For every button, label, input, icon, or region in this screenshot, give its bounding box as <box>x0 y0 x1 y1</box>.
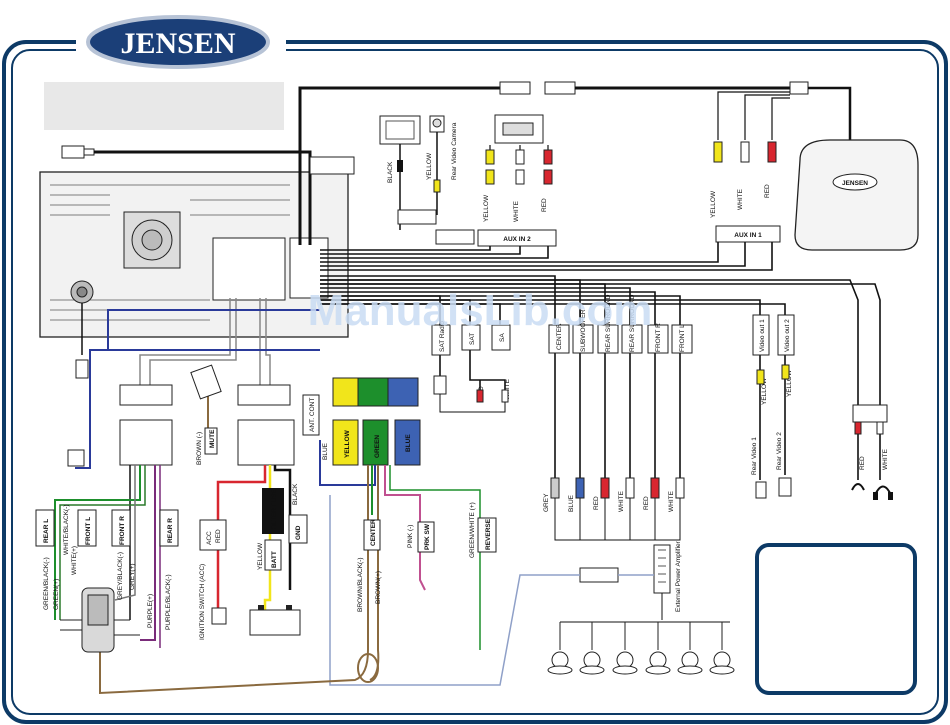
label-subwoofer: SUBWOOFER <box>580 309 587 352</box>
label-rear-video-2: Rear Video 2 <box>776 432 783 470</box>
label-front-l: FRONT L <box>679 324 686 352</box>
head-unit <box>39 171 349 338</box>
label-sat: SAT <box>469 333 476 345</box>
battery-icon <box>249 605 301 636</box>
rear-camera <box>379 115 445 145</box>
sat-white: WHITE <box>504 378 511 400</box>
label-black-wire: BLACK <box>292 483 299 505</box>
label-grey-plus: GREY(+) <box>129 563 136 590</box>
label-yellow: YELLOW <box>426 152 433 180</box>
label-video-out-1: Video out 1 <box>759 319 766 352</box>
label-sa: SA <box>499 333 506 342</box>
label-green-plus: GREEN(+) <box>53 579 60 610</box>
speakers-row <box>547 622 735 675</box>
label-yellow-batt: YELLOW <box>257 542 264 570</box>
label-acc: ACC <box>206 531 213 545</box>
aux2-red: RED <box>541 198 548 212</box>
label-rear-r: REAR R <box>167 518 174 543</box>
label-purple-black: PURPLE/BLACK(-) <box>165 574 172 630</box>
label-reverse: REVERSE <box>485 518 492 550</box>
aux-in-2-device <box>477 114 557 247</box>
label-green-white: GREEN/WHITE (+) <box>469 502 476 558</box>
aux1-white: WHITE <box>737 188 744 210</box>
label-front-r: FRONT R <box>655 323 662 352</box>
watermark-text: ManualsLib.com <box>308 286 653 335</box>
aux1-red: RED <box>764 184 771 198</box>
external-amplifier <box>653 544 671 594</box>
label-gnd: GND <box>295 525 302 540</box>
label-rear-l: REAR L <box>43 519 50 543</box>
label-front-l-speaker: FRONT L <box>85 517 92 545</box>
label-brown-black: BROWN/BLACK(-) <box>357 557 364 612</box>
label-rear-surround-r: REAR SURROUND <box>605 294 612 352</box>
rca-blue: BLUE <box>568 494 575 512</box>
module-logo: JENSEN <box>842 180 868 187</box>
inner-frame <box>11 49 939 715</box>
rca-white-1: WHITE <box>618 490 625 512</box>
label-ant-cont: ANT. CONT <box>309 398 316 432</box>
rca-red-2: RED <box>643 496 650 510</box>
rca-harness <box>320 242 881 480</box>
iso-yellow: YELLOW <box>344 429 351 458</box>
rca-grey: GREY <box>543 493 550 512</box>
usb-extension <box>298 81 852 245</box>
aux2-white: WHITE <box>513 200 520 222</box>
label-batt: BATT <box>271 551 278 568</box>
vo-yellow-2: YELLOW <box>786 369 793 397</box>
label-fuse: FILTER FUSE <box>271 488 278 530</box>
label-red-wire: RED <box>215 529 222 543</box>
speaker-labels <box>35 509 179 547</box>
car-iso-plug <box>60 587 140 653</box>
aux-module: JENSEN <box>794 139 919 251</box>
label-video-out-2: Video out 2 <box>784 319 791 352</box>
vo-yellow-1: YELLOW <box>761 377 768 405</box>
white-harness-wires <box>139 298 271 385</box>
logo-text: JENSEN <box>120 27 235 60</box>
label-brown: BROWN (-) <box>196 432 203 465</box>
label-white-plus: WHITE(+) <box>71 546 78 575</box>
rca-label-boxes <box>431 314 888 423</box>
aux1-yellow: YELLOW <box>710 190 717 218</box>
label-center-ch: CENTER <box>370 519 377 546</box>
label-grey-black: GREY/BLACK(-) <box>117 552 124 600</box>
hp-red: RED <box>859 456 866 470</box>
label-purple-plus: PURPLE(+) <box>147 594 154 628</box>
label-ignition: IGNITION SWITCH (ACC) <box>199 564 206 640</box>
aux-in-1-label: AUX IN 1 <box>734 232 762 239</box>
headphone-icon <box>851 483 893 500</box>
label-sat-radio: SAT Radio <box>439 321 446 352</box>
iso-connector <box>332 377 421 466</box>
info-box <box>755 543 917 695</box>
label-mute: MUTE <box>209 429 216 448</box>
label-rear-surround-l: REAR SURROUND <box>629 294 636 352</box>
label-white-black: WHITE/BLACK(-) <box>63 504 70 555</box>
label-front-r-speaker: FRONT R <box>119 516 126 545</box>
label-center: CENTER <box>556 323 563 350</box>
label-black: BLACK <box>387 161 394 183</box>
amp-label: External Power Amplifier <box>675 540 682 612</box>
iso-green: GREEN <box>374 435 381 458</box>
rca-red-1: RED <box>593 496 600 510</box>
aux-in-2-label: AUX IN 2 <box>503 236 531 243</box>
jensen-logo: JENSEN <box>76 15 286 69</box>
hp-white: WHITE <box>882 448 889 470</box>
label-brown-plus: BROWN(+) <box>375 571 382 604</box>
label-green-black: GREEN/BLACK(-) <box>43 557 50 610</box>
label-pink: PINK (-) <box>407 525 414 548</box>
rca-white-2: WHITE <box>668 490 675 512</box>
label-rear-video-1: Rear Video 1 <box>751 437 758 475</box>
aux-in-1-connectors <box>713 91 790 243</box>
label-prk-sw: PRK SW <box>424 523 431 550</box>
label-blue-wire: BLUE <box>322 442 329 460</box>
aux2-yellow: YELLOW <box>483 194 490 222</box>
outer-frame <box>2 40 948 724</box>
usb-plug <box>61 145 312 245</box>
title-placeholder <box>44 82 284 130</box>
iso-blue: BLUE <box>405 434 412 452</box>
label-rear-camera: Rear Video Camera <box>451 122 458 180</box>
